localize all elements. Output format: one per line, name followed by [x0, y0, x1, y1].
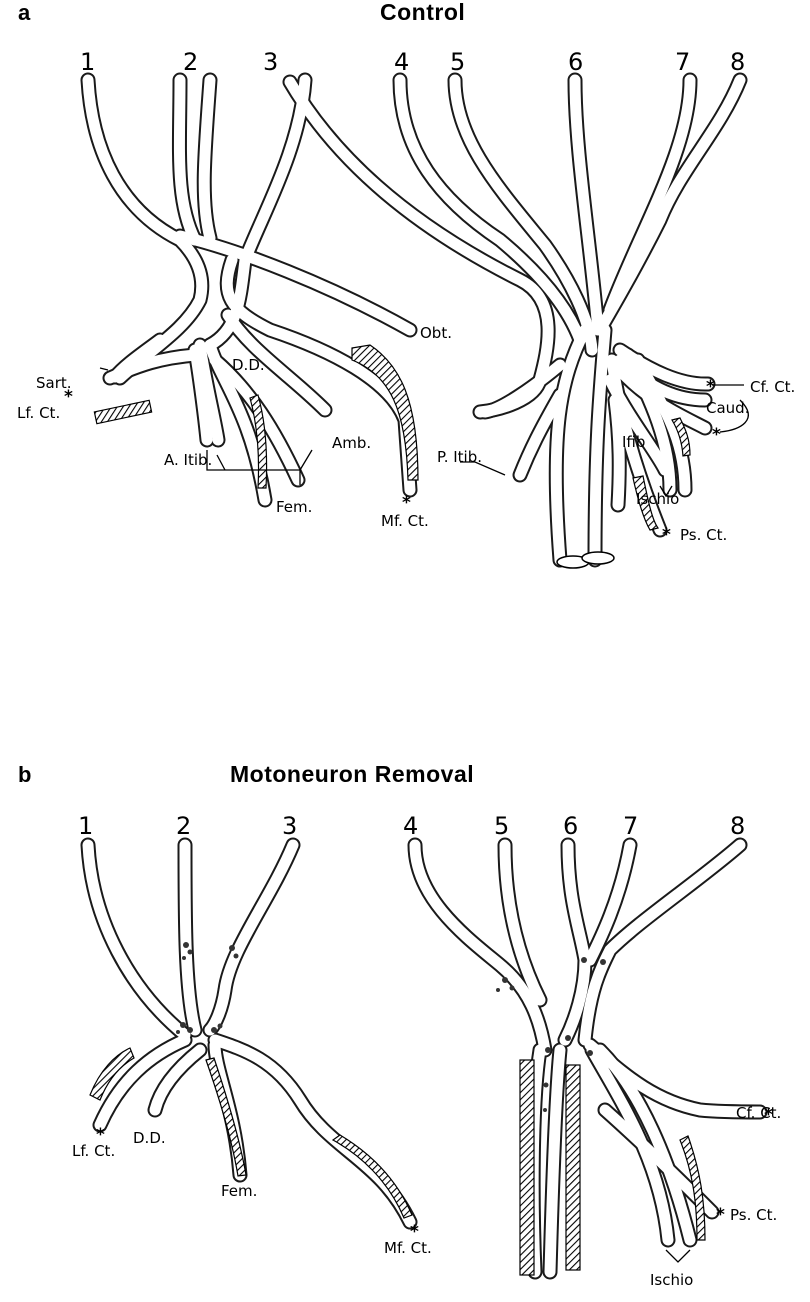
panel-a-title: Control: [380, 0, 465, 25]
label-a-dd: D.D.: [232, 356, 265, 374]
segment-b-7: 7: [623, 812, 638, 840]
segment-a-2: 2: [183, 48, 198, 76]
label-a-mf-ct: Mf. Ct.: [381, 512, 429, 530]
panel-a-control: a Control 1 2 3 4 5 6 7 8: [17, 0, 795, 568]
panel-a-letter: a: [18, 0, 31, 25]
panel-b-title: Motoneuron Removal: [230, 761, 474, 787]
label-a-cf-ct: Cf. Ct.: [750, 378, 795, 396]
label-a-p-itib: P. Itib.: [437, 448, 482, 466]
label-a-lf-ct: Lf. Ct.: [17, 404, 60, 422]
label-b-dd: D.D.: [133, 1129, 166, 1147]
label-b-cf-ct: Cf. Ct.: [736, 1104, 781, 1122]
marker-a-ps-ct: *: [662, 525, 671, 545]
label-b-fem: Fem.: [221, 1182, 257, 1200]
marker-b-ps-ct: *: [716, 1205, 725, 1225]
label-b-ps-ct: Ps. Ct.: [730, 1206, 777, 1224]
segment-b-8: 8: [730, 812, 745, 840]
hatch-a-mf-ct: [352, 345, 418, 480]
label-b-mf-ct: Mf. Ct.: [384, 1239, 432, 1257]
label-b-lf-ct: Lf. Ct.: [72, 1142, 115, 1160]
panel-b-segment-labels: 1 2 3 4 5 6 7 8: [78, 812, 745, 840]
hatch-b-trunk-right: [566, 1065, 580, 1270]
segment-a-7: 7: [675, 48, 690, 76]
panel-b-motoneuron-removal: b Motoneuron Removal 1 2 3 4 5 6 7 8: [18, 761, 781, 1289]
segment-b-4: 4: [403, 812, 418, 840]
segment-b-2: 2: [176, 812, 191, 840]
segment-a-1: 1: [80, 48, 95, 76]
marker-a-cf-ct-2: *: [712, 425, 721, 445]
trunk-end-a-right: [582, 552, 614, 564]
segment-b-1: 1: [78, 812, 93, 840]
label-a-ifib: Ifib: [622, 433, 645, 451]
label-a-ps-ct: Ps. Ct.: [680, 526, 727, 544]
segment-a-4: 4: [394, 48, 409, 76]
panel-a-segment-labels: 1 2 3 4 5 6 7 8: [80, 48, 745, 76]
panel-b-letter: b: [18, 762, 31, 787]
label-a-ischio: Ischio: [636, 490, 679, 508]
label-a-amb: Amb.: [332, 434, 371, 452]
marker-a-mf-ct: *: [402, 493, 411, 513]
segment-a-5: 5: [450, 48, 465, 76]
marker-a-cf-ct: *: [706, 377, 715, 397]
segment-a-6: 6: [568, 48, 583, 76]
label-a-a-itib: A. Itib.: [164, 451, 212, 469]
segment-b-6: 6: [563, 812, 578, 840]
panel-b-leaders: [666, 1250, 690, 1262]
label-a-obt: Obt.: [420, 324, 452, 342]
label-a-fem: Fem.: [276, 498, 312, 516]
hatch-a-lf-ct: [94, 400, 151, 423]
label-a-caud: Caud.: [706, 399, 749, 417]
segment-b-3: 3: [282, 812, 297, 840]
segment-a-3: 3: [263, 48, 278, 76]
segment-b-5: 5: [494, 812, 509, 840]
hatch-b-trunk-left: [520, 1060, 534, 1275]
label-a-sart: Sart.: [36, 374, 72, 392]
segment-a-8: 8: [730, 48, 745, 76]
panel-b-nerves-inner: [88, 845, 760, 1272]
label-b-ischio: Ischio: [650, 1271, 693, 1289]
